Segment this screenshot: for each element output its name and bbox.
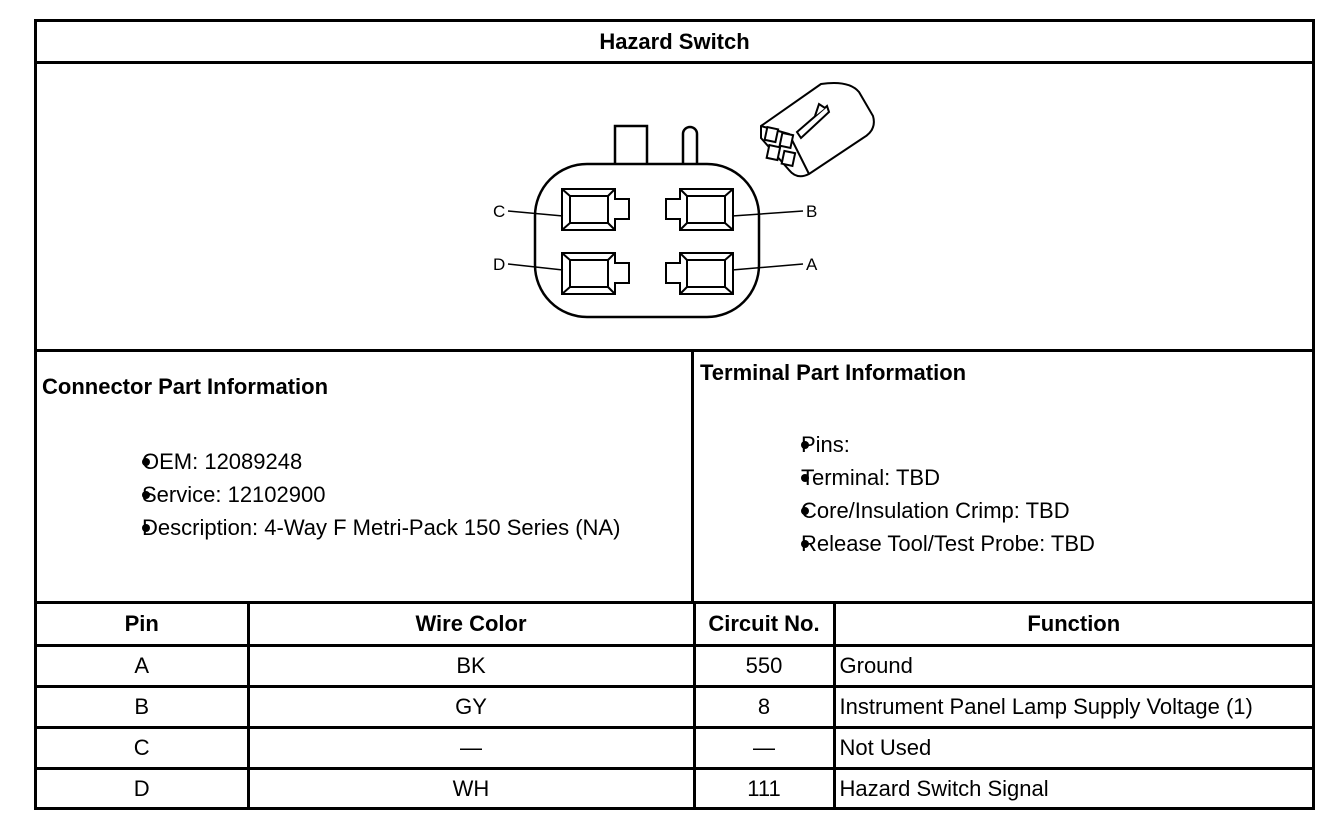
cell-pin: A: [37, 643, 250, 688]
leader-line-c: [507, 210, 564, 217]
connector-body: [533, 162, 761, 319]
connector-face-drawing: C B D A: [493, 82, 875, 319]
list-item-text: Service: 12102900: [142, 482, 326, 507]
pin-label-b: B: [806, 202, 817, 221]
pin-label-c: C: [493, 202, 505, 221]
list-item-text: OEM: 12089248: [142, 449, 303, 474]
pinout-table: Pin Wire Color Circuit No. Function A BK…: [37, 604, 1312, 809]
table-row: D WH 111 Hazard Switch Signal: [37, 766, 1312, 809]
cavity-c: [561, 188, 630, 231]
cell-function: Hazard Switch Signal: [832, 766, 1312, 809]
list-item-text: Description: 4-Way F Metri-Pack 150 Seri…: [142, 515, 621, 540]
connector-sheet: Hazard Switch: [34, 19, 1315, 810]
terminal-info-pins: Pins:: [751, 428, 1095, 461]
connector-isometric-icon: [760, 82, 875, 178]
connector-latch-round: [681, 125, 699, 164]
connector-info-description: Description: 4-Way F Metri-Pack 150 Seri…: [92, 511, 620, 544]
cavity-a: [665, 252, 734, 295]
terminal-info-terminal: Terminal: TBD: [751, 461, 1095, 494]
column-header-function: Function: [832, 604, 1312, 647]
cell-circuit-no: —: [692, 725, 836, 770]
cell-wire-color: —: [246, 725, 696, 770]
cell-circuit-no: 111: [692, 766, 836, 809]
cell-pin: D: [37, 766, 250, 809]
table-row: A BK 550 Ground: [37, 643, 1312, 688]
table-row: B GY 8 Instrument Panel Lamp Supply Volt…: [37, 684, 1312, 729]
cell-function: Not Used: [832, 725, 1312, 770]
cell-circuit-no: 8: [692, 684, 836, 729]
column-header-circuit-no: Circuit No.: [692, 604, 836, 647]
connector-diagram: C B D A: [37, 64, 1312, 352]
cavity-b: [665, 188, 734, 231]
column-header-wire-color: Wire Color: [246, 604, 696, 647]
cell-wire-color: BK: [246, 643, 696, 688]
table-row: C — — Not Used: [37, 725, 1312, 770]
connector-info-service: Service: 12102900: [92, 478, 620, 511]
terminal-info-heading: Terminal Part Information: [700, 360, 967, 385]
cell-function: Instrument Panel Lamp Supply Voltage (1): [832, 684, 1312, 729]
list-item-text: Terminal: TBD: [801, 465, 940, 490]
cell-pin: B: [37, 684, 250, 729]
terminal-part-info: Terminal Part Information Pins: Terminal…: [694, 352, 1312, 601]
cell-pin: C: [37, 725, 250, 770]
leader-line-b: [731, 210, 804, 217]
cell-circuit-no: 550: [692, 643, 836, 688]
cell-wire-color: WH: [246, 766, 696, 809]
pin-label-a: A: [806, 255, 818, 274]
connector-info-oem: OEM: 12089248: [92, 445, 620, 478]
column-header-pin: Pin: [37, 604, 250, 647]
connector-info-list: OEM: 12089248 Service: 12102900 Descript…: [92, 445, 620, 544]
page-title: Hazard Switch: [37, 22, 1312, 64]
connector-latch-square: [613, 124, 649, 164]
list-item-text: Core/Insulation Crimp: TBD: [801, 498, 1070, 523]
list-item-text: Release Tool/Test Probe: TBD: [801, 531, 1095, 556]
connector-part-info: Connector Part Information OEM: 12089248…: [37, 352, 694, 601]
cell-function: Ground: [832, 643, 1312, 688]
table-header-row: Pin Wire Color Circuit No. Function: [37, 604, 1312, 647]
leader-line-d: [507, 263, 564, 271]
cell-wire-color: GY: [246, 684, 696, 729]
part-information-section: Connector Part Information OEM: 12089248…: [37, 352, 1312, 604]
leader-line-a: [731, 263, 804, 271]
connector-info-heading: Connector Part Information: [42, 374, 329, 399]
cavity-d: [561, 252, 630, 295]
terminal-info-list: Pins: Terminal: TBD Core/Insulation Crim…: [751, 428, 1095, 560]
list-item-text: Pins:: [801, 432, 850, 457]
pin-label-d: D: [493, 255, 505, 274]
terminal-info-crimp: Core/Insulation Crimp: TBD: [751, 494, 1095, 527]
terminal-info-release-tool: Release Tool/Test Probe: TBD: [751, 527, 1095, 560]
